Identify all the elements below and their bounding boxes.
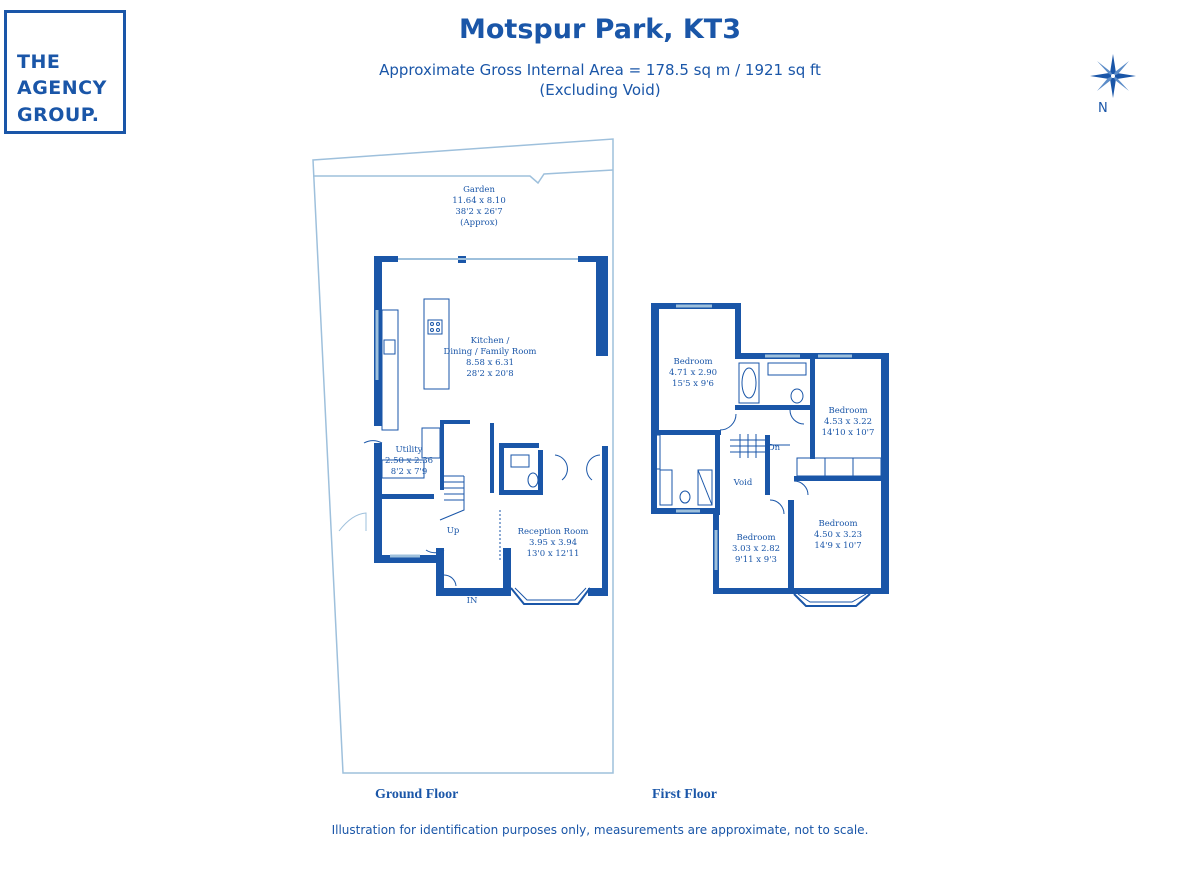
compass-rose-icon [1090,54,1136,98]
svg-text:11.64 x 8.10: 11.64 x 8.10 [452,196,505,206]
room-garden: Garden 11.64 x 8.10 38'2 x 26'7 (Approx) [452,185,505,228]
svg-text:Bedroom: Bedroom [828,406,867,416]
room-kitchen: Kitchen / Dining / Family Room 8.58 x 6.… [444,336,537,379]
svg-text:15'5 x 9'6: 15'5 x 9'6 [672,379,714,389]
logo-line-1: THE [17,51,61,73]
svg-text:8.58 x 6.31: 8.58 x 6.31 [466,358,514,368]
entry-label: IN [467,596,478,606]
svg-text:14'10 x 10'7: 14'10 x 10'7 [822,428,875,438]
svg-text:28'2 x 20'8: 28'2 x 20'8 [466,369,513,379]
room-utility: Utility 2.50 x 2.36 8'2 x 7'9 [385,445,433,477]
svg-text:Kitchen /: Kitchen / [471,336,510,346]
room-bedroom-4: Bedroom 4.50 x 3.23 14'9 x 10'7 [814,519,862,551]
void-label: Void [733,478,753,488]
property-title: Motspur Park, KT3 [459,14,741,45]
stairs-up-label: Up [447,526,460,536]
svg-text:8'2 x 7'9: 8'2 x 7'9 [391,467,428,477]
svg-text:(Approx): (Approx) [460,217,498,228]
svg-text:Garden: Garden [463,185,495,195]
svg-text:14'9 x 10'7: 14'9 x 10'7 [814,541,861,551]
ground-floor-label: Ground Floor [375,787,459,802]
svg-text:Utility: Utility [396,445,423,455]
svg-text:Dining / Family Room: Dining / Family Room [444,347,537,357]
room-bedroom-3: Bedroom 3.03 x 2.82 9'11 x 9'3 [732,533,780,565]
room-bedroom-1: Bedroom 4.71 x 2.90 15'5 x 9'6 [669,357,717,389]
svg-text:Bedroom: Bedroom [673,357,712,367]
svg-text:Bedroom: Bedroom [736,533,775,543]
void-note: (Excluding Void) [539,81,661,99]
svg-text:4.53 x 3.22: 4.53 x 3.22 [824,417,872,427]
room-bedroom-2: Bedroom 4.53 x 3.22 14'10 x 10'7 [822,406,875,438]
agency-logo: THE AGENCY GROUP. [4,10,126,134]
stairs-down-label: Dn [768,443,781,453]
gross-area-text: Approximate Gross Internal Area = 178.5 … [379,61,821,79]
plot-boundary [312,138,614,774]
svg-text:4.50 x 3.23: 4.50 x 3.23 [814,530,862,540]
area-summary: Approximate Gross Internal Area = 178.5 … [0,60,1200,100]
logo-line-3: GROUP. [17,104,100,126]
first-floor-label: First Floor [652,787,717,802]
first-floor-details [655,304,882,607]
svg-text:2.50 x 2.36: 2.50 x 2.36 [385,456,433,466]
svg-text:9'11 x 9'3: 9'11 x 9'3 [735,555,777,565]
garden-fence [313,169,614,185]
svg-text:3.03 x 2.82: 3.03 x 2.82 [732,544,780,554]
svg-text:4.71 x 2.90: 4.71 x 2.90 [669,368,717,378]
svg-text:Reception Room: Reception Room [518,527,589,537]
room-reception: Reception Room 3.95 x 3.94 13'0 x 12'11 [518,527,589,559]
svg-text:13'0 x 12'11: 13'0 x 12'11 [527,549,580,559]
svg-text:Bedroom: Bedroom [818,519,857,529]
compass-north-label: N [1098,101,1108,116]
disclaimer: Illustration for identification purposes… [331,823,869,837]
logo-line-2: AGENCY [17,77,107,99]
svg-text:38'2 x 26'7: 38'2 x 26'7 [455,207,502,217]
ground-floor-details [363,258,601,605]
svg-text:3.95 x 3.94: 3.95 x 3.94 [529,538,577,548]
